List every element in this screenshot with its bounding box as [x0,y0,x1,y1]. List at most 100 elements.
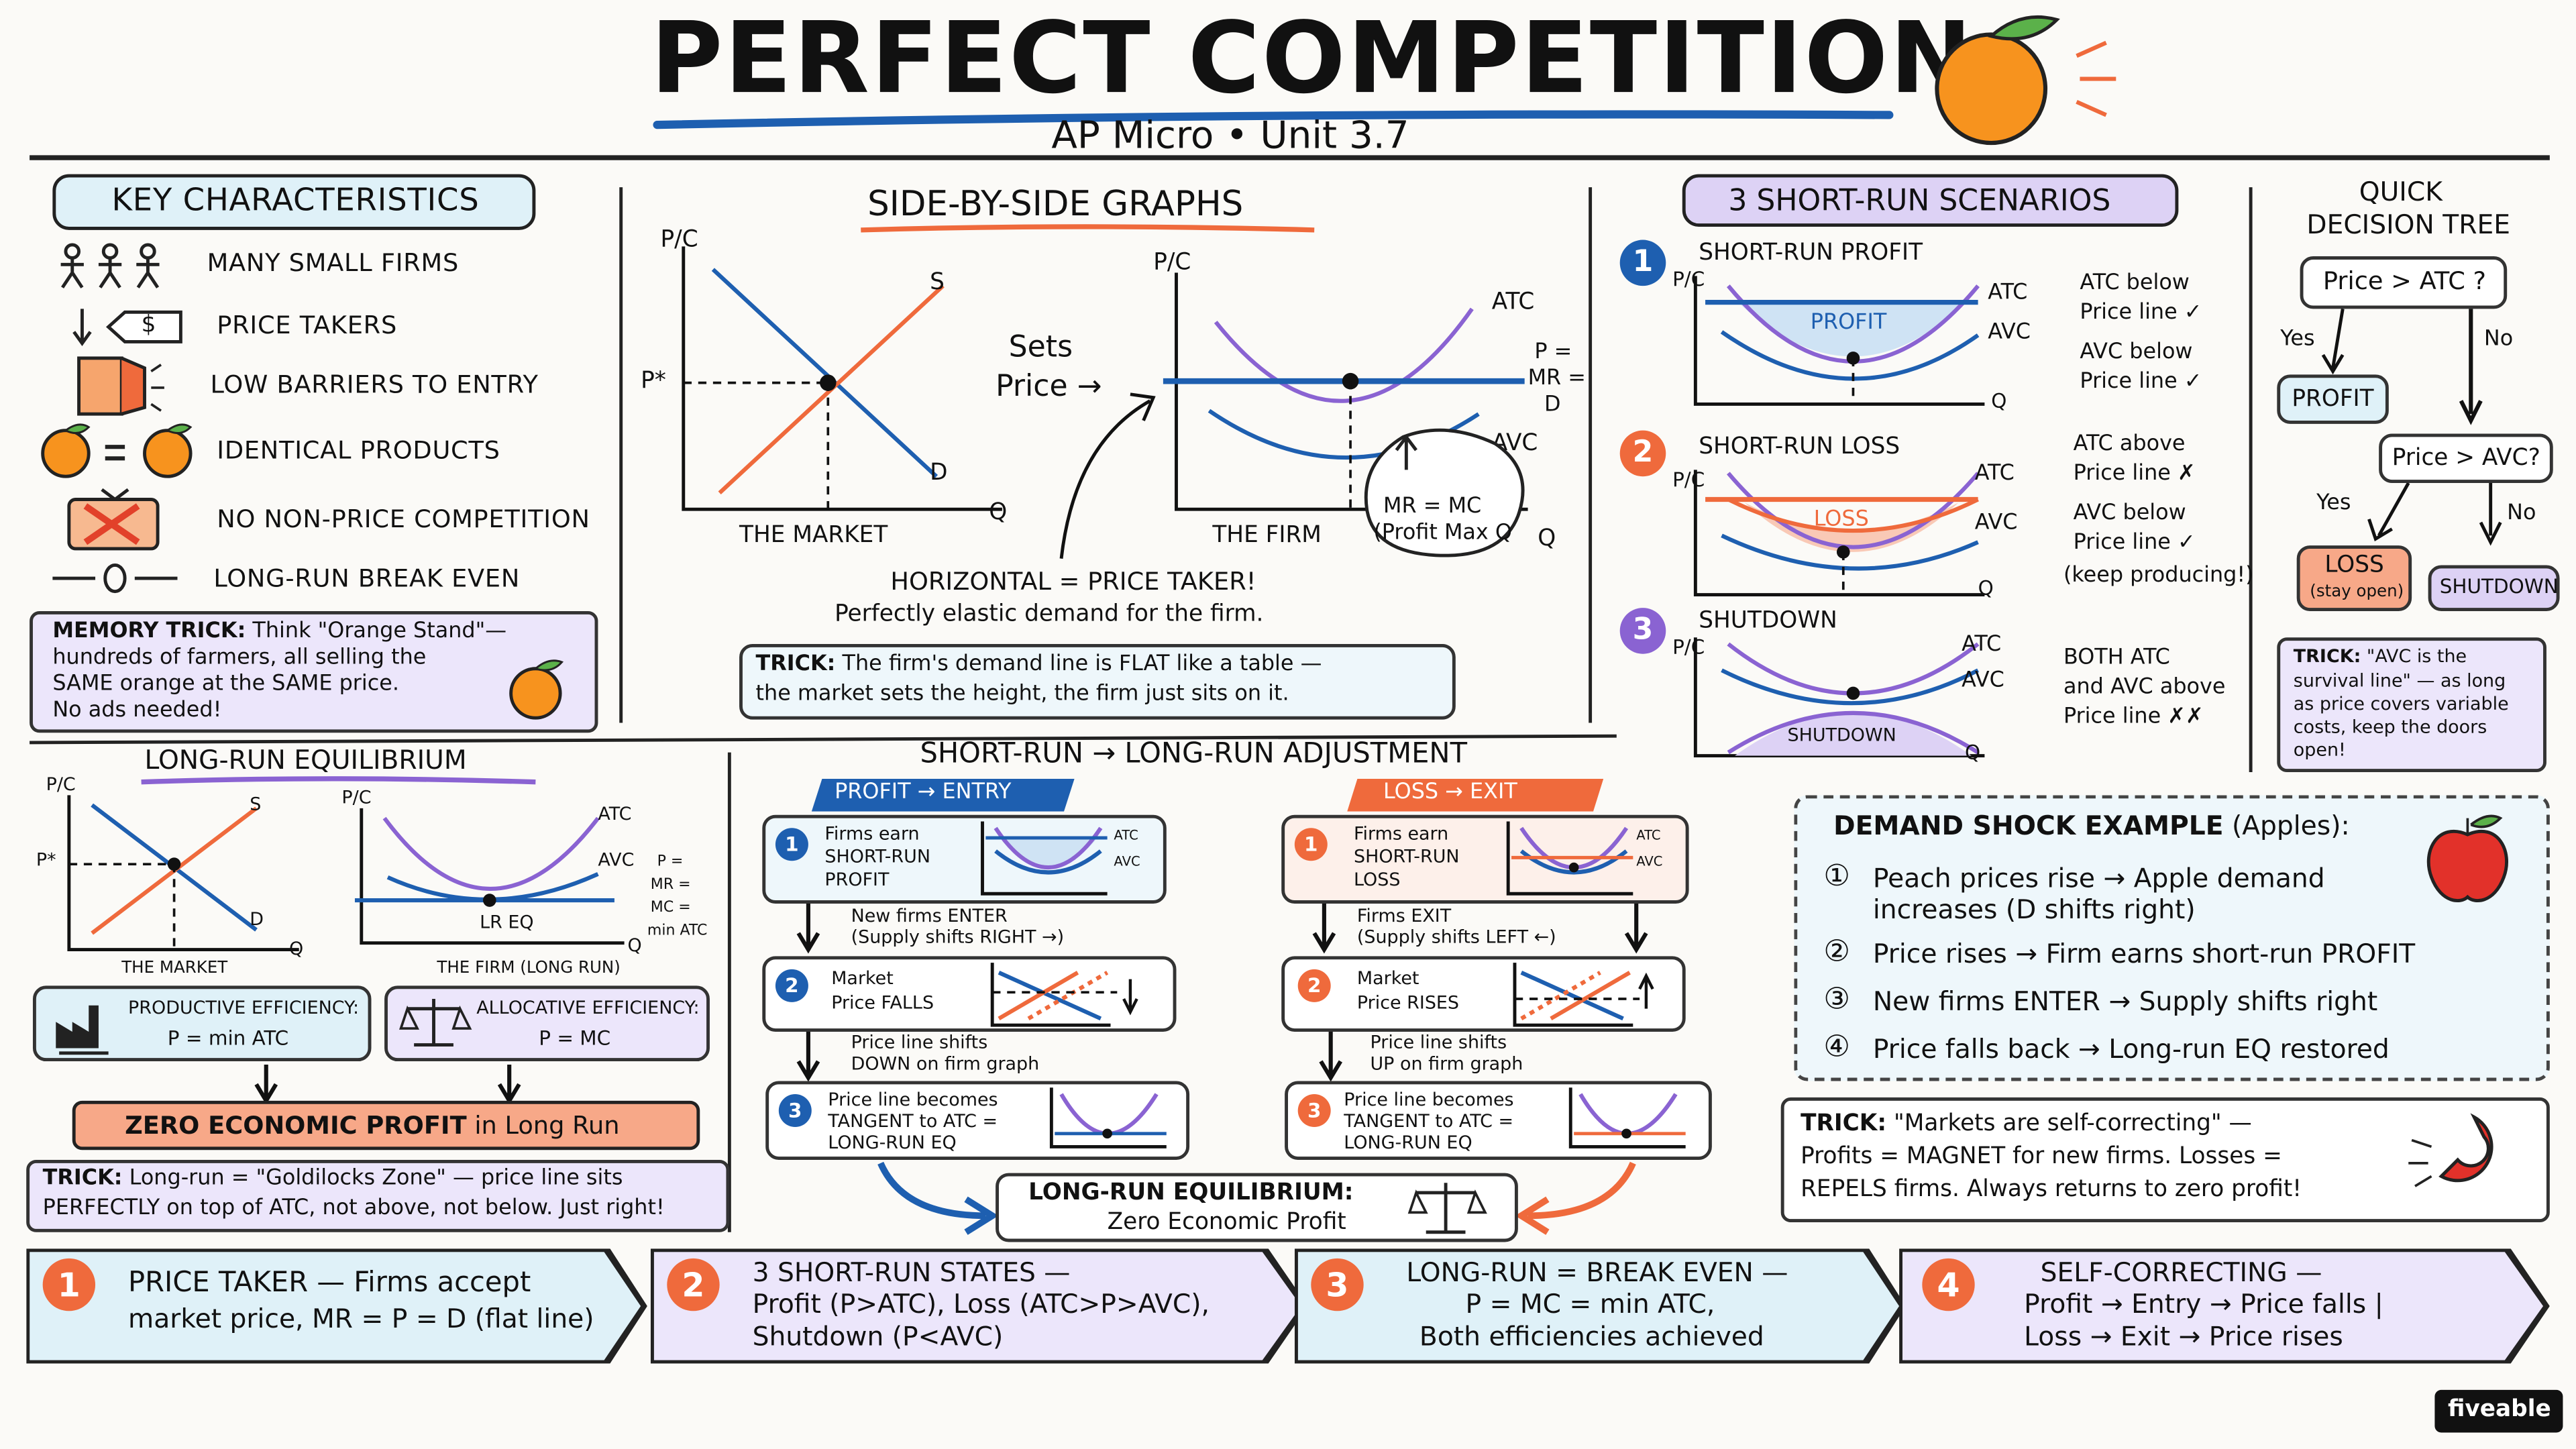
scenario-1-title: SHORT-RUN PROFIT [1699,239,1923,266]
scenario-1-yaxis: P/C [1672,268,1705,291]
price-tag-icon [72,309,182,347]
memory-trick-note: MEMORY TRICK: Think "Orange Stand"— hund… [30,611,598,733]
scenario-3-xaxis: Q [1965,741,1981,764]
scales-icon [399,998,472,1047]
zero-line-icon [52,564,178,594]
lr-firm-yaxis: P/C [341,787,372,808]
summary-item-4: 4 SELF-CORRECTING — Profit → Entry → Pri… [1899,1248,2550,1364]
shock-step-3-num: ③ [1823,982,1850,1017]
market-graph [682,246,1002,511]
bubble-profit-max: (Profit Max Q [1373,521,1512,546]
right-arrow-1 [1312,903,1648,954]
scenario-2-yaxis: P/C [1672,468,1705,492]
tree-yes-1: Yes [2280,327,2315,352]
apple-icon [2426,814,2508,902]
scenarios-title: 3 SHORT-RUN SCENARIOS [1682,174,2179,227]
scenario-2-note-4: Price line ✓ [2073,531,2196,555]
magnet-icon [2408,1113,2493,1187]
scenario-3-graph [1693,637,1985,757]
lr-market-xaxis: Q [289,938,304,960]
left-mini-atc: ATC [1114,828,1138,843]
left-step-2: 2 Market Price FALLS [762,956,1177,1032]
scenario-3-note-1: BOTH ATC [2063,645,2170,671]
mr-mc-bubble [1364,428,1525,557]
scenario-2-xaxis: Q [1978,576,1994,600]
left-step-1-graph [981,821,1108,896]
tree-q2-box: Price > AVC? [2379,433,2553,484]
side-by-side-trick: TRICK: The firm's demand line is FLAT li… [739,644,1456,720]
scenario-1-note-1: ATC below [2080,271,2190,296]
scenario-3-yaxis: P/C [1672,635,1705,659]
long-run-trick: TRICK: Long-run = "Goldilocks Zone" — pr… [26,1159,730,1232]
lr-firm-caption: THE FIRM (LONG RUN) [437,959,621,978]
shock-step-3-text: New firms ENTER → Supply shifts right [1872,985,2378,1017]
orange-icon [509,659,564,720]
right-arrow-1-text-1: Firms EXIT [1356,905,1452,927]
scenario-1-area-label: PROFIT [1810,310,1887,335]
side-by-side-title-underline [861,224,1315,233]
scenario-1-note-3: AVC below [2080,339,2193,365]
scenario-2-title: SHORT-RUN LOSS [1699,433,1900,460]
left-arrow-2-text-1: Price line shifts [851,1031,988,1053]
market-supply-label: S [930,269,945,296]
decision-tree-title-1: QUICK [2359,176,2443,207]
firm-xaxis-label: Q [1538,525,1556,552]
no-ads-tv-icon [67,488,160,551]
firm-pmr-label-1: P = [1534,339,1572,365]
right-step-2: 2 Market Price RISES [1281,956,1686,1032]
left-arrow-1-text-2: (Supply shifts RIGHT →) [851,926,1065,949]
demand-shock-box [1794,795,2550,1081]
left-mini-avc: AVC [1114,854,1140,869]
scenario-1-graph [1693,276,1985,406]
side-by-side-title: SIDE-BY-SIDE GRAPHS [867,184,1244,224]
right-step-3: 3 Price line becomes TANGENT to ATC = LO… [1285,1081,1712,1160]
summary-item-1: 1 PRICE TAKER — Firms accept market pric… [26,1248,647,1364]
right-arrow-2-text-2: UP on firm graph [1370,1053,1523,1075]
tree-shutdown-box: SHUTDOWN [2428,565,2560,612]
market-yaxis-label: P/C [660,226,698,254]
lr-market-pstar: P* [36,849,56,871]
scenario-3-number: 3 [1619,608,1666,654]
tree-no-2: No [2507,500,2536,526]
scenario-3-title: SHUTDOWN [1699,608,1837,635]
title-underline [30,110,2550,160]
shock-step-2-text: Price rises → Firm earns short-run PROFI… [1872,938,2416,969]
fiveable-brand-badge: fiveable [2434,1389,2563,1433]
scenario-1-avc: AVC [1988,320,2031,345]
lr-market-yaxis: P/C [46,773,76,796]
door-icon [77,356,164,416]
firm-atc-label: ATC [1491,289,1535,316]
scenario-1-note-2: Price line ✓ [2080,301,2202,325]
left-arrow-2-text-2: DOWN on firm graph [851,1053,1040,1075]
sets-price-label: Sets [1008,330,1073,365]
scenario-2-number: 2 [1619,430,1666,477]
scenario-1-note-4: Price line ✓ [2080,370,2202,394]
summary-item-3: 3 LONG-RUN = BREAK EVEN — P = MC = min A… [1294,1248,1906,1364]
lr-firm-graph [354,808,625,945]
shock-step-4-num: ④ [1823,1030,1850,1065]
decision-tree-title-2: DECISION TREE [2306,209,2510,240]
right-step-1-graph [1506,821,1633,896]
orange-logo-icon [1935,15,2116,146]
key-characteristics-title: KEY CHARACTERISTICS [52,174,536,230]
lr-firm-atc: ATC [598,803,632,825]
tree-profit-box: PROFIT [2277,374,2389,424]
adjustment-title: SHORT-RUN → LONG-RUN ADJUSTMENT [920,737,1468,771]
char-identical-products: IDENTICAL PRODUCTS [217,435,500,466]
shock-step-1-num: ① [1823,859,1850,894]
lr-firm-pmr-2: MR = [650,877,691,894]
productive-efficiency-box: PRODUCTIVE EFFICIENCY: P = min ATC [32,985,372,1062]
lr-firm-xaxis: Q [627,934,642,957]
self-correcting-trick: TRICK: "Markets are self-correcting" — P… [1780,1097,2550,1223]
lr-market-demand: D [250,908,264,930]
tree-q1-box: Price > ATC ? [2300,256,2508,309]
final-lr-eq-box: LONG-RUN EQUILIBRIUM: Zero Economic Prof… [996,1173,1518,1242]
people-icon [60,243,160,288]
scenario-3-note-3: Price line ✗✗ [2063,704,2204,730]
loss-exit-banner: LOSS → EXIT [1347,778,1604,812]
scenario-2-note-1: ATC above [2073,432,2186,457]
scenario-2-avc: AVC [1974,511,2018,536]
long-run-title: LONG-RUN EQUILIBRIUM [144,744,467,775]
factory-icon [56,1005,109,1055]
